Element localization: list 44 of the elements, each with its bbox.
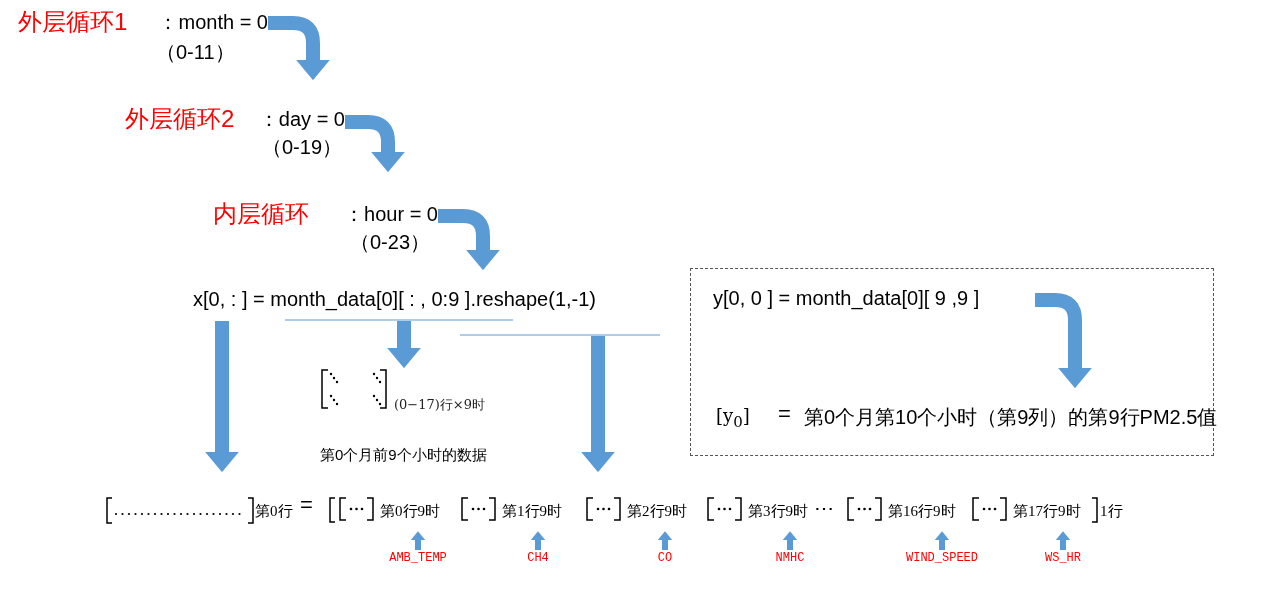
- matrix-dimension: (0−17)行×9时: [394, 397, 485, 413]
- row-label: 第17行9时: [1013, 502, 1081, 520]
- arrow: [387, 321, 421, 369]
- arrow: [410, 531, 426, 550]
- arrow: [581, 336, 615, 473]
- arrow: [438, 209, 500, 271]
- range-text: （0-11）: [156, 40, 235, 64]
- arrow: [1055, 531, 1071, 550]
- row-label: 1行: [1100, 502, 1123, 520]
- feature-label: WS_HR: [1044, 551, 1082, 566]
- row-label: 第1行9时: [502, 502, 562, 520]
- arrow: [934, 531, 950, 550]
- ellipsis: ⋯: [814, 496, 834, 520]
- feature-label: NMHC: [774, 551, 806, 566]
- loop-variable: ：hour = 0: [344, 202, 438, 226]
- loop-variable: ：day = 0: [258, 107, 345, 131]
- result-description: 第0个月第10个小时（第9列）的第9行PM2.5值: [804, 405, 1218, 429]
- code-expression: x[0, : ] = month_data[0][ : , 0:9 ].reshape(1,-1): [193, 287, 596, 311]
- vector-symbol: [y$_{0}$]: [716, 405, 750, 431]
- row-label: 第0行9时: [380, 502, 440, 520]
- loop-label: 内层循环: [213, 200, 309, 229]
- arrow: [657, 531, 673, 550]
- range-text: （0-19）: [262, 135, 343, 159]
- code-expression: y[0, 0 ] = month_data[0][ 9 ,9 ]: [713, 286, 980, 310]
- arrow: [345, 115, 405, 173]
- arrow: [530, 531, 546, 550]
- loop-variable: ：month = 0: [158, 10, 268, 34]
- description-text: 第0个月前9个小时的数据: [320, 446, 487, 464]
- arrow: [268, 16, 330, 81]
- feature-label: AMB_TEMP: [388, 551, 448, 566]
- arrow: [782, 531, 798, 550]
- loop-label: 外层循环2: [125, 105, 235, 134]
- equals-sign: =: [300, 492, 313, 519]
- row-label: 第0行: [255, 502, 293, 520]
- loop-label: 外层循环1: [18, 8, 128, 37]
- arrow: [205, 321, 239, 473]
- feature-label: CH4: [526, 551, 550, 566]
- feature-label: WIND_SPEED: [905, 551, 979, 566]
- row-label: 第3行9时: [748, 502, 808, 520]
- row-label: 第2行9时: [627, 502, 687, 520]
- range-text: （0-23）: [350, 230, 431, 254]
- feature-label: CO: [656, 551, 674, 566]
- equals-sign: =: [778, 401, 791, 428]
- row-label: 第16行9时: [888, 502, 956, 520]
